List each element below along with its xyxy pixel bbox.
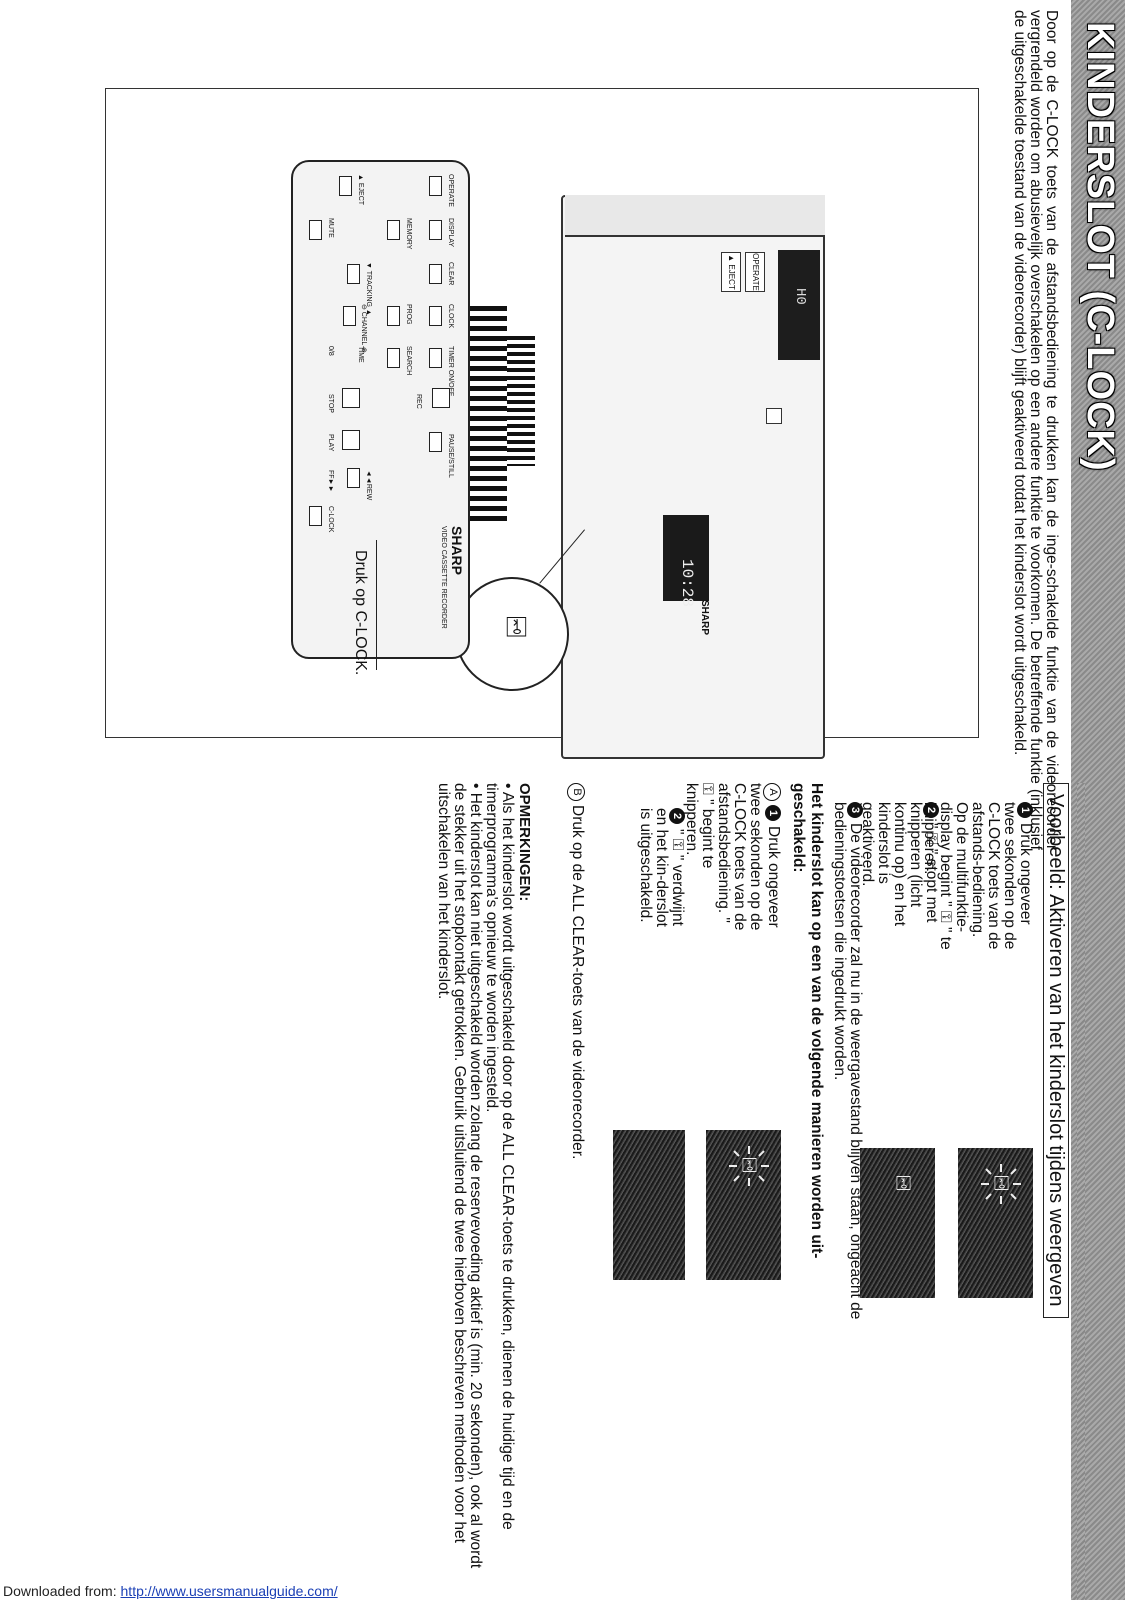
- remote-pause-button: [429, 432, 442, 452]
- key-icon: ⚿: [895, 1171, 912, 1194]
- remote-model: VIDEO CASSETTE RECORDER: [440, 526, 447, 629]
- display-panel-empty: [613, 1130, 685, 1280]
- release-b: B Druk op de ALL CLEAR-toets van de video…: [567, 783, 586, 1343]
- vcr-display-right: 10:28: [663, 515, 709, 607]
- release-a-step-1: A 1Druk ongeveer twee sekonden op de C-LO…: [683, 783, 782, 938]
- remote-label-clear: CLEAR: [447, 262, 454, 286]
- remote-label-mute: MUTE: [327, 218, 334, 238]
- vcr-sensor: [766, 408, 782, 424]
- remote-label-eject: ▲ EJECT: [357, 174, 364, 206]
- a-step-2-number: 2: [669, 808, 685, 824]
- option-a-marker: A: [763, 783, 781, 801]
- step-3-number: 3: [847, 802, 863, 818]
- b-text: Druk op de ALL CLEAR-toets van de videor…: [569, 805, 586, 1160]
- step-2-number: 2: [923, 802, 939, 818]
- remote-play-button: [342, 430, 360, 450]
- remote-prog-button: [387, 306, 400, 326]
- blink-rays-icon: [729, 1146, 769, 1186]
- display-panel-blinking-2: ⚿: [706, 1130, 781, 1280]
- remote-timer-button: [429, 348, 442, 368]
- vcr-display-left: H0: [778, 250, 820, 360]
- vcr-display-left-text: H0: [792, 288, 808, 305]
- a-step-2-text: " ⚿ " verdwijnt en het kin-derslot is ui…: [637, 808, 686, 927]
- remote-label-play: PLAY: [327, 434, 334, 452]
- vcr-brand: SHARP: [699, 600, 710, 636]
- release-heading: Het kinderslot kan op een van de volgend…: [790, 783, 825, 1259]
- section-bar: [1077, 783, 1085, 1600]
- a-step-1-number: 1: [765, 805, 781, 821]
- vcr-eject-button: ▲ EJECT: [721, 252, 741, 292]
- footer-download-note: Downloaded from: http://www.usersmanualg…: [3, 1583, 338, 1599]
- example-step-3: 3De videorecorder zal nu in de weergaves…: [831, 802, 864, 1352]
- blink-rays-icon: [981, 1164, 1021, 1204]
- release-a-step-2: 2" ⚿ " verdwijnt en het kin-derslot is u…: [637, 808, 686, 938]
- remote-label-prog: PROG: [405, 304, 412, 325]
- remote-operate-button: [429, 176, 442, 196]
- remote-label-pause: PAUSE/STILL: [447, 434, 454, 478]
- ir-beam: [467, 306, 507, 526]
- remote-channel-button: [343, 306, 356, 326]
- notes-list: • Als het kinderslot wordt uitgeschakeld…: [435, 783, 516, 1583]
- notes-title: OPMERKINGEN:: [516, 783, 533, 902]
- remote-label-ff: FF►►: [327, 470, 334, 493]
- key-icon: ⚿: [505, 611, 528, 643]
- intro-paragraph: Door op de C-LOCK toets van de afstandsb…: [1011, 10, 1060, 850]
- remote-label-memory: MEMORY: [405, 218, 412, 250]
- vcr-front-edge: [565, 195, 825, 237]
- remote-label-stop: STOP: [327, 394, 334, 413]
- remote-label-search: SEARCH: [405, 346, 412, 376]
- footer-prefix: Downloaded from:: [3, 1583, 121, 1599]
- callout-text: Druk op C-LOCK.: [352, 550, 369, 676]
- ir-beam-near: [507, 336, 535, 466]
- remote-stop-button: [342, 388, 360, 408]
- remote-eject-button: [339, 176, 352, 196]
- remote-clear-button: [429, 264, 442, 284]
- note-item: • Als het kinderslot wordt uitgeschakeld…: [483, 783, 516, 1530]
- step-1-number: 1: [1017, 802, 1033, 818]
- remote-memory-button: [387, 220, 400, 240]
- display-panel-blinking-1: ⚿: [958, 1148, 1033, 1298]
- vcr-operate-button: OPERATE: [745, 252, 765, 292]
- remote-mute-button: [309, 220, 322, 240]
- key-icon: ⚿: [741, 1153, 758, 1176]
- a-step-1-text: Druk ongeveer twee sekonden op de C-LOCK…: [683, 783, 782, 931]
- step-2-text: " ⚿ " stopt met knipperen (licht kontinu…: [859, 802, 940, 927]
- remote-label-clock-lock: C-LOCK: [327, 506, 334, 533]
- footer-link[interactable]: http://www.usersmanualguide.com/: [120, 1583, 338, 1599]
- remote-label-operate: OPERATE: [447, 174, 454, 207]
- page-title: KINDERSLOT (C-LOCK): [1079, 22, 1121, 472]
- remote-label-display: DISPLAY: [447, 218, 454, 248]
- remote-label-time: TIME: [357, 346, 364, 363]
- remote-rew-ff-buttons: [347, 468, 360, 488]
- remote-label-clock: CLOCK: [447, 304, 454, 329]
- callout-line: [376, 540, 377, 670]
- remote-tracking-button: [347, 264, 360, 284]
- example-heading: Voorbeeld: Aktiveren van het kinderslot …: [1043, 783, 1069, 1318]
- remote-label-08: 0/8: [327, 346, 334, 356]
- remote-clock-button: [429, 306, 442, 326]
- vcr-display-right-text: 10:28: [678, 559, 696, 608]
- example-step-2: 2" ⚿ " stopt met knipperen (licht kontin…: [859, 802, 940, 952]
- remote-label-rew: ◄◄REW: [365, 470, 372, 501]
- remote-rec-button: [432, 388, 450, 408]
- remote-display-button: [429, 220, 442, 240]
- remote-clock-lock-button: [309, 506, 322, 526]
- key-icon: ⚿: [993, 1171, 1010, 1194]
- zoom-circle: ⚿: [455, 577, 569, 691]
- remote-label-rec: REC: [415, 394, 422, 409]
- remote-search-button: [387, 348, 400, 368]
- option-b-marker: B: [567, 783, 585, 801]
- note-item: • Het kinderslot kan niet uitgeschakeld …: [435, 783, 484, 1569]
- remote-brand: SHARP: [449, 526, 465, 576]
- display-panel-steady: ⚿: [860, 1148, 935, 1298]
